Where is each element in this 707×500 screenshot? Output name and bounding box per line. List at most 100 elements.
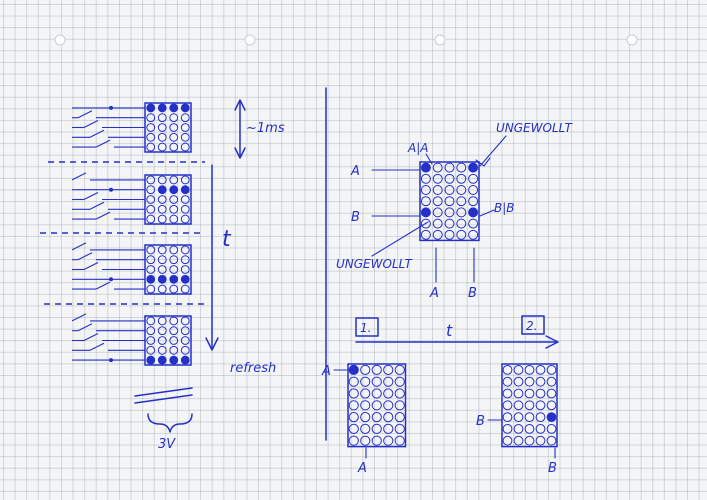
switch-open [95,139,111,148]
led-off [157,245,167,255]
led-off [513,365,524,375]
led-off [146,316,156,326]
led-off [157,204,167,214]
led-off [360,423,371,434]
step2-row-label: B [476,414,485,429]
step1-matrix [347,363,407,448]
switch-open [83,192,99,200]
frame-2 [144,174,192,225]
led-off [157,142,167,152]
led-off [146,204,156,214]
led-off [180,195,190,204]
step1-column-label: A [357,461,367,476]
led-off [146,195,156,204]
led-off [524,412,535,423]
led-on [157,274,167,284]
led-on [546,412,557,423]
switch-contact [109,187,113,192]
led-off [348,388,359,399]
led-off [371,364,382,375]
led-off [444,162,455,173]
step2-label: 2. [526,319,537,333]
led-off [502,412,513,423]
led-off [502,388,513,399]
led-on [180,103,190,113]
led-off [432,173,443,184]
led-on [468,162,479,173]
led-off [468,185,479,195]
pointer-unwanted-top [479,135,507,167]
led-off [535,376,546,387]
led-off [546,388,557,399]
led-off [169,132,179,142]
led-off [502,376,513,387]
led-off [546,376,557,387]
led-off [146,245,156,255]
led-on [157,355,167,365]
step1-box [355,317,379,337]
led-off [146,255,156,265]
led-off [146,336,156,345]
led-off [180,214,190,224]
label-aa: A|A [407,141,428,155]
led-off [432,162,443,173]
led-on [468,207,479,218]
matrix-frame [144,102,192,153]
led-off [180,204,190,214]
led-off [371,388,382,399]
led-off [444,207,455,218]
led-off [146,113,156,123]
led-on [157,185,167,195]
led-off [535,365,546,375]
switch-open [77,110,93,119]
led-on [169,103,179,113]
led-off [371,412,382,423]
led-off [524,388,535,399]
switch-open [89,201,105,210]
led-off [383,435,394,446]
led-off [169,336,179,345]
switch-open [89,129,105,138]
led-on [420,207,431,218]
pointer-unwanted-bottom [371,221,429,257]
led-off [468,173,479,184]
step1-label: 1. [360,321,371,335]
switch-open [71,313,87,322]
led-off [180,175,190,185]
led-off [157,195,167,204]
switch-open [71,242,87,251]
led-off [348,376,359,387]
led-off [157,132,167,142]
led-off [420,229,431,240]
matrix-frame [144,244,192,295]
led-off [348,400,359,411]
led-off [157,336,167,345]
led-off [394,435,405,446]
led-off [502,400,513,411]
led-on [146,355,156,365]
led-on [180,355,190,365]
frame-1 [144,102,192,153]
switch-open [77,323,93,332]
led-off [502,424,513,434]
led-off [546,424,557,434]
led-off [432,185,443,195]
step2-matrix [501,363,558,448]
led-off [157,284,167,294]
switch-banks [71,105,145,363]
led-off [444,185,455,195]
led-off [535,388,546,399]
led-on [169,274,179,284]
led-on [169,355,179,365]
led-off [420,218,431,229]
matrix-frame [144,174,192,225]
led-off [394,423,405,434]
led-off [146,345,156,355]
led-off [432,218,443,229]
led-off [535,435,546,446]
ghost-matrix [419,161,480,242]
led-off [444,218,455,229]
pointer-aa [425,153,433,165]
led-off [146,142,156,152]
